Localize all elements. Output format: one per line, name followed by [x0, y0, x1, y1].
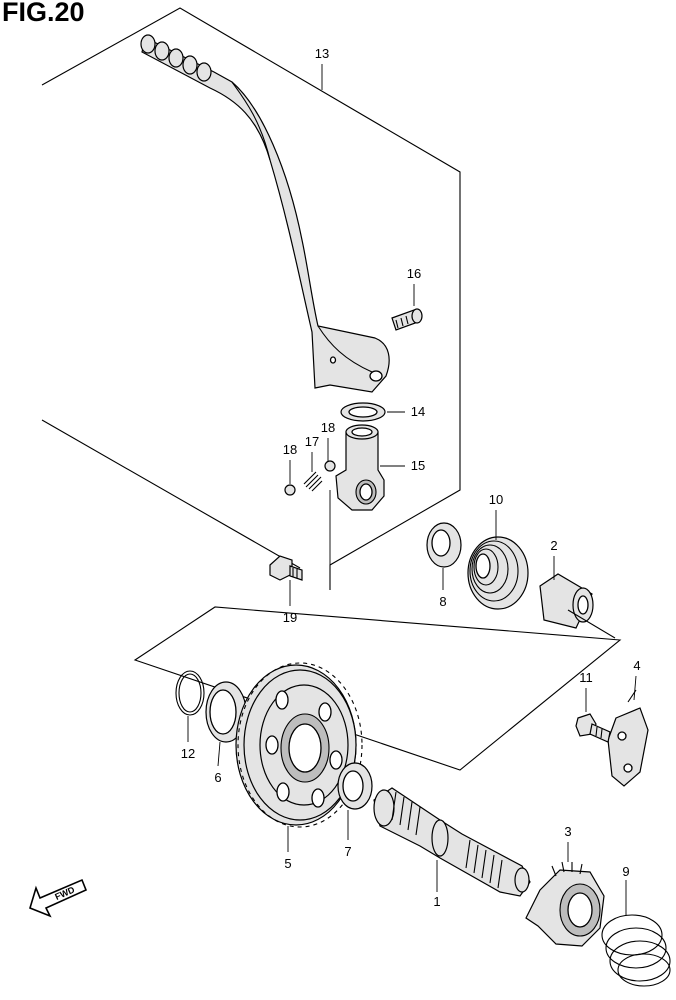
drive-gear-part-3 — [525, 861, 605, 947]
callout-18-right: 18 — [321, 420, 335, 435]
callout-5: 5 — [284, 856, 291, 871]
washer-part-7 — [337, 762, 373, 810]
callout-14: 14 — [411, 404, 425, 419]
kick-shaft-part-1 — [373, 787, 531, 897]
callout-10: 10 — [489, 492, 503, 507]
callout-15: 15 — [411, 458, 425, 473]
lower-group-outline — [133, 606, 622, 771]
callout-4: 4 — [633, 658, 640, 673]
callout-9: 9 — [622, 864, 629, 879]
callout-2: 2 — [550, 538, 557, 553]
fwd-arrow-icon: FWD — [29, 878, 88, 918]
spring-part-9 — [601, 914, 671, 987]
kick-spring-part-10 — [467, 536, 529, 610]
washer-part-14 — [340, 402, 386, 422]
callout-11: 11 — [579, 670, 593, 685]
washer-part-6 — [205, 681, 247, 743]
ball-part-18-right — [324, 460, 336, 472]
callout-16: 16 — [407, 266, 421, 281]
lever-boss-part-15 — [335, 424, 385, 511]
kick-lever-part-13 — [140, 34, 390, 393]
oil-seal-part-8 — [426, 522, 462, 568]
callout-19: 19 — [283, 610, 297, 625]
guide-plate-part-4 — [607, 689, 649, 787]
callout-18-left: 18 — [283, 442, 297, 457]
callout-3: 3 — [564, 824, 571, 839]
spring-guide-part-2 — [539, 573, 616, 639]
callout-8: 8 — [439, 594, 446, 609]
driven-gear-part-5 — [235, 662, 363, 828]
callout-12: 12 — [181, 746, 195, 761]
bolt-part-19 — [269, 555, 303, 581]
upper-group-outline — [41, 7, 461, 590]
callout-13: 13 — [315, 46, 329, 61]
circlip-part-12 — [175, 670, 205, 716]
bolt-part-16 — [391, 308, 423, 331]
bolt-part-11 — [575, 713, 611, 743]
callout-7: 7 — [344, 844, 351, 859]
spring-part-17 — [303, 471, 323, 492]
ball-part-18-left — [284, 484, 296, 496]
callout-6: 6 — [214, 770, 221, 785]
figure-title: FIG.20 — [2, 0, 85, 27]
callout-1: 1 — [433, 894, 440, 909]
callout-leaders — [187, 64, 637, 916]
callout-17: 17 — [305, 434, 319, 449]
